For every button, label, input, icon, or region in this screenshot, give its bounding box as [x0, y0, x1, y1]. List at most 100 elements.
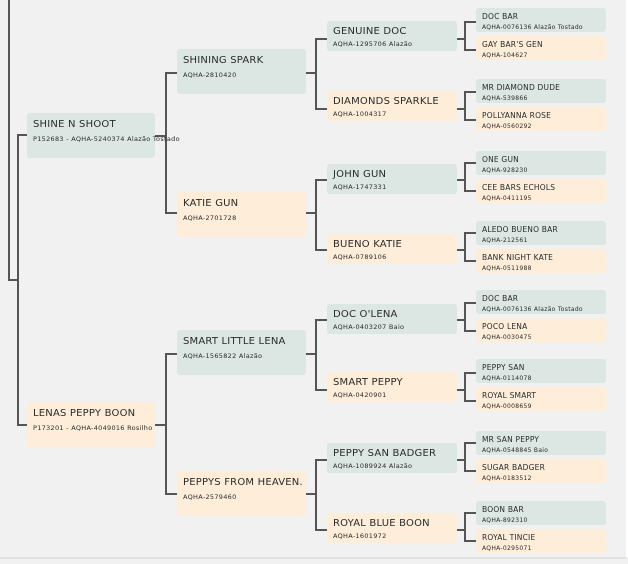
connector-g3-6-b	[464, 470, 476, 472]
connector-sire-v	[165, 72, 167, 213]
horse-name: POLLYANNA ROSE	[482, 111, 552, 120]
grandparent-card[interactable]: PEPPYS FROM HEAVEN. AQHA-2579460	[177, 471, 306, 516]
connector-g3-6-t	[464, 442, 476, 444]
horse-name: DOC BAR	[482, 294, 519, 303]
connector-g3-0-b	[464, 49, 476, 51]
ancestor-card[interactable]: ROYAL SMART AQHA-0008659	[476, 387, 606, 411]
connector-g3-4	[457, 319, 465, 321]
ancestor-card[interactable]: CEE BARS ECHOLS AQHA-0411195	[476, 179, 606, 203]
horse-name: SHINING SPARK	[183, 55, 264, 66]
root-branch	[8, 279, 18, 281]
ancestor-card[interactable]: BOON BAR AQHA-892310	[476, 501, 606, 525]
connector-g2-2-t	[315, 319, 327, 321]
connector-g3-1-t	[464, 91, 476, 93]
connector-g3-3-t	[464, 232, 476, 234]
ancestor-card[interactable]: DOC BAR AQHA-0076136 Alazão Tostado	[476, 8, 606, 32]
dam-card[interactable]: LENAS PEPPY BOON P173201 - AQHA-4049016 …	[27, 402, 155, 447]
connector-g3-7-t	[464, 512, 476, 514]
great-grandparent-card[interactable]: DIAMONDS SPARKLE AQHA-1004317	[327, 91, 457, 121]
connector-g3-1	[457, 108, 465, 110]
horse-name: ROYAL BLUE BOON	[333, 518, 430, 529]
horse-registration: AQHA-0411195	[482, 195, 532, 202]
connector-g2-0-v	[315, 38, 317, 109]
horse-registration: AQHA-0403207 Baio	[333, 323, 405, 331]
connector-g3-1-v	[464, 91, 466, 121]
connector-g3-1-b	[464, 119, 476, 121]
horse-registration: AQHA-0511988	[482, 265, 532, 272]
connector-g2-2-v	[315, 319, 317, 390]
connector-g2-3-v	[315, 459, 317, 530]
ancestor-card[interactable]: POCO LENA AQHA-0030475	[476, 318, 606, 342]
ancestor-card[interactable]: DOC BAR AQHA-0076136 Alazão Tostado	[476, 290, 606, 314]
connector-g3-0-t	[464, 21, 476, 23]
horse-name: ROYAL SMART	[482, 391, 537, 400]
connector-g3-2-v	[464, 162, 466, 192]
connector-g3-5-t	[464, 372, 476, 374]
horse-registration: AQHA-0114078	[482, 375, 532, 382]
root-branch-v	[17, 134, 19, 426]
ancestor-card[interactable]: MR SAN PEPPY AQHA-0548845 Baio	[476, 431, 606, 455]
horse-name: SHINE N SHOOT	[33, 119, 116, 130]
horse-registration: AQHA-0030475	[482, 334, 532, 341]
connector-g2-0-t	[315, 38, 327, 40]
grandparent-card[interactable]: SHINING SPARK AQHA-2810420	[177, 49, 306, 94]
great-grandparent-card[interactable]: DOC O'LENA AQHA-0403207 Baio	[327, 304, 457, 334]
horse-registration: AQHA-104627	[482, 52, 528, 59]
ancestor-card[interactable]: BANK NIGHT KATE AQHA-0511988	[476, 249, 606, 273]
great-grandparent-card[interactable]: SMART PEPPY AQHA-0420901	[327, 372, 457, 402]
horse-registration: AQHA-212561	[482, 237, 528, 244]
horse-registration: AQHA-1295706 Alazão	[333, 40, 413, 48]
connector-sire	[155, 135, 166, 137]
horse-registration: AQHA-2701728	[183, 214, 237, 222]
horse-name: MR SAN PEPPY	[482, 435, 540, 444]
horse-name: KATIE GUN	[183, 198, 239, 209]
ancestor-card[interactable]: ONE GUN AQHA-928230	[476, 151, 606, 175]
great-grandparent-card[interactable]: JOHN GUN AQHA-1747331	[327, 164, 457, 194]
connector-dam-b	[165, 493, 177, 495]
connector-g2-0	[306, 72, 316, 74]
connector-g3-2-t	[464, 162, 476, 164]
ancestor-card[interactable]: ROYAL TINCIE AQHA-0295071	[476, 529, 606, 553]
connector-g3-0-v	[464, 21, 466, 51]
horse-name: ROYAL TINCIE	[482, 533, 536, 542]
great-grandparent-card[interactable]: BUENO KATIE AQHA-0789106	[327, 234, 457, 264]
connector-g3-2-b	[464, 190, 476, 192]
horse-registration: AQHA-0076136 Alazão Tostado	[482, 306, 583, 313]
ancestor-card[interactable]: SUGAR BADGER AQHA-0183512	[476, 459, 606, 483]
great-grandparent-card[interactable]: PEPPY SAN BADGER AQHA-1089924 Alazão	[327, 443, 457, 473]
connector-g3-3-b	[464, 260, 476, 262]
horse-registration: AQHA-0560292	[482, 123, 532, 130]
connector-g3-7-v	[464, 512, 466, 542]
ancestor-card[interactable]: ALEDO BUENO BAR AQHA-212561	[476, 221, 606, 245]
grandparent-card[interactable]: KATIE GUN AQHA-2701728	[177, 192, 306, 237]
connector-g2-2-b	[315, 389, 327, 391]
root-branch-top	[17, 134, 27, 136]
connector-g3-6	[457, 459, 465, 461]
connector-g3-5-v	[464, 372, 466, 402]
grandparent-card[interactable]: SMART LITTLE LENA AQHA-1565822 Alazão	[177, 330, 306, 375]
great-grandparent-card[interactable]: ROYAL BLUE BOON AQHA-1601972	[327, 513, 457, 543]
ancestor-card[interactable]: POLLYANNA ROSE AQHA-0560292	[476, 107, 606, 131]
horse-name: DOC O'LENA	[333, 309, 398, 320]
horse-name: DOC BAR	[482, 12, 519, 21]
ancestor-card[interactable]: GAY BAR'S GEN AQHA-104627	[476, 36, 606, 60]
great-grandparent-card[interactable]: GENUINE DOC AQHA-1295706 Alazão	[327, 21, 457, 51]
connector-dam	[155, 424, 166, 426]
connector-g2-1	[306, 212, 316, 214]
horse-name: PEPPY SAN	[482, 363, 525, 372]
ancestor-card[interactable]: PEPPY SAN AQHA-0114078	[476, 359, 606, 383]
horse-name: PEPPYS FROM HEAVEN.	[183, 477, 303, 488]
connector-g2-3-t	[315, 459, 327, 461]
connector-g3-4-v	[464, 302, 466, 332]
connector-g2-2	[306, 353, 316, 355]
horse-registration: P173201 - AQHA-4049016 Rosilho	[33, 424, 153, 432]
horse-name: ALEDO BUENO BAR	[482, 225, 558, 234]
sire-card[interactable]: SHINE N SHOOT P152683 - AQHA-5240374 Ala…	[27, 113, 180, 158]
connector-g3-3	[457, 249, 465, 251]
horse-name: BUENO KATIE	[333, 239, 403, 250]
ancestor-card[interactable]: MR DIAMOND DUDE AQHA-539866	[476, 79, 606, 103]
connector-g3-0	[457, 38, 465, 40]
horse-registration: AQHA-928230	[482, 167, 528, 174]
connector-g3-2	[457, 179, 465, 181]
connector-g3-5	[457, 389, 465, 391]
